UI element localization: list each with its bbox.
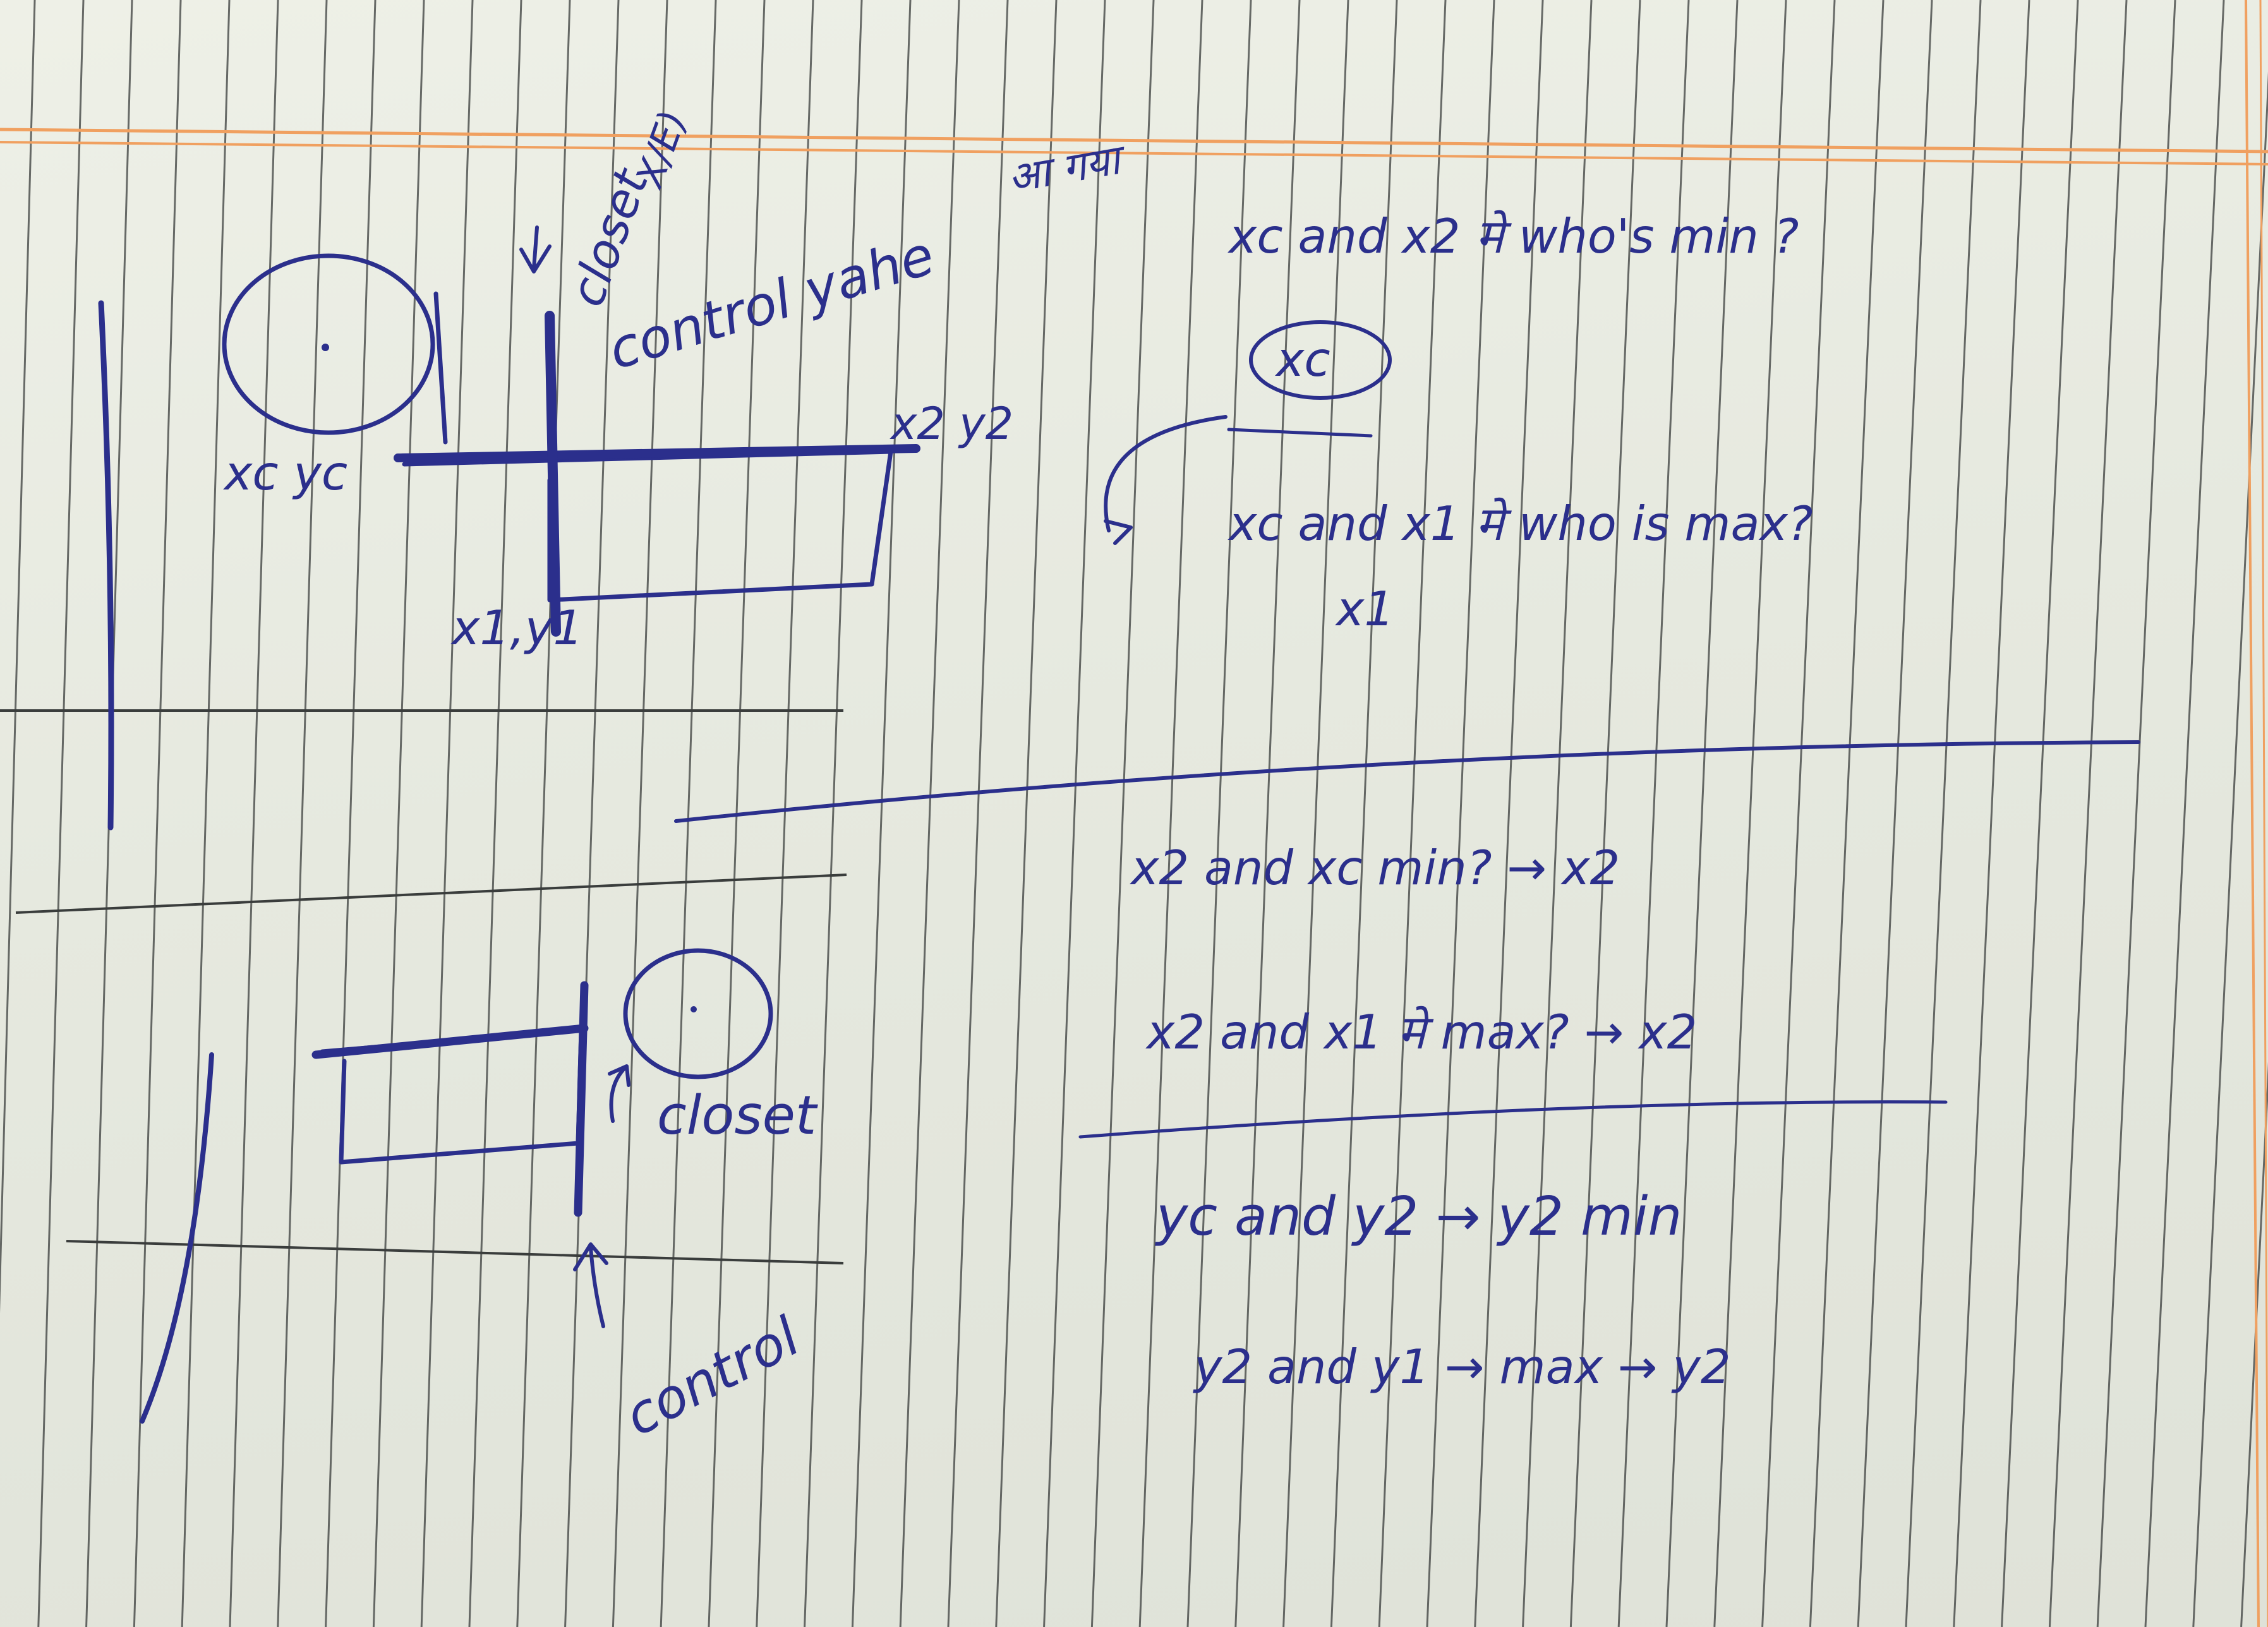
ruled-line — [277, 0, 328, 1627]
ruled-line — [1953, 0, 2030, 1627]
ruled-line — [133, 0, 182, 1627]
ruled-line — [1138, 0, 1203, 1627]
wall-line-bottom — [140, 1052, 214, 1424]
ruled-line — [1713, 0, 1787, 1627]
ruled-line — [1378, 0, 1447, 1627]
closest-line — [545, 311, 561, 637]
label-center: xc yc — [223, 445, 347, 501]
ruled-line — [612, 0, 668, 1627]
ruled-line — [660, 0, 717, 1627]
label-control-bottom: control — [615, 1306, 810, 1449]
ruled-line — [181, 0, 231, 1627]
ruled-line — [1234, 0, 1301, 1627]
ruled-line — [756, 0, 814, 1627]
notes-bottom: x2 and xc min? → x2 x2 and x1 मे max? → … — [1130, 840, 1731, 1395]
ruled-line — [1809, 0, 1885, 1627]
ruled-line — [325, 0, 377, 1627]
ruled-line — [2001, 0, 2079, 1627]
label-corner-top: x2 y2 — [890, 398, 1013, 450]
circled-xc — [1249, 320, 1392, 400]
ruled-line — [851, 0, 912, 1627]
ruled-line — [1857, 0, 1933, 1627]
wall-line — [98, 300, 114, 831]
ruled-line — [2144, 0, 2225, 1627]
note-bottom-line2: x2 and x1 मे max? → x2 — [1145, 1004, 1697, 1060]
label-control: control yahe — [601, 224, 941, 382]
label-hindi: आ गया — [1004, 135, 1131, 203]
ruled-line — [1090, 0, 1155, 1627]
ruled-line — [229, 0, 279, 1627]
ruled-line — [468, 0, 522, 1627]
closest-line-bottom — [574, 981, 589, 1217]
note-top-circled: xc — [1275, 332, 1330, 387]
separators — [674, 740, 2140, 1139]
ruled-line — [2192, 71, 2268, 1627]
bottom-diagram: closet control — [140, 948, 818, 1449]
note-top-line2: xc and x1 मे who is max? — [1227, 496, 1813, 551]
note-top-line3: x1 — [1335, 581, 1394, 637]
ruled-line — [1522, 0, 1593, 1627]
guide-line — [15, 874, 847, 914]
ruled-line — [899, 0, 960, 1627]
ruled-line — [2240, 1062, 2268, 1627]
ruled-line — [1282, 0, 1349, 1627]
ruled-line — [372, 0, 425, 1627]
ruled-line — [1186, 0, 1252, 1627]
ruled-line — [1043, 0, 1106, 1627]
ruled-line — [0, 0, 36, 1314]
ruled-line — [1905, 0, 1982, 1627]
label-closest-bottom: closet — [657, 1084, 818, 1147]
ruled-line — [1569, 0, 1641, 1627]
ruled-line — [995, 0, 1058, 1627]
note-top-line1: xc and x2 मे who's min ? — [1227, 208, 1799, 264]
ruled-line — [1474, 0, 1544, 1627]
ruled-line — [2096, 0, 2176, 1627]
notes-top: xc and x2 मे who's min ? xc xc and x1 मे… — [1104, 208, 1813, 637]
ruled-line — [1330, 0, 1398, 1627]
ruled-line — [564, 0, 620, 1627]
ruled-line — [804, 0, 863, 1627]
note-bottom-line3: yc and y2 → y2 min — [1154, 1186, 1682, 1248]
guide-line — [66, 1240, 844, 1264]
top-diagram: xc yc x2 y2 x1,y1 closet X/E) control ya… — [98, 105, 1131, 831]
note-bottom-line4: y2 and y1 → max → y2 — [1193, 1339, 1731, 1395]
ruled-line — [1665, 0, 1739, 1627]
ruled-line — [2048, 0, 2128, 1627]
ruled-line — [516, 0, 571, 1627]
ball-circle — [222, 253, 435, 435]
ball-center-dot — [322, 344, 329, 351]
ruled-line — [1426, 0, 1495, 1627]
note-bottom-line1: x2 and xc min? → x2 — [1130, 840, 1620, 896]
ruled-line — [1761, 0, 1836, 1627]
ruled-line — [947, 0, 1009, 1627]
ruled-line — [1617, 0, 1690, 1627]
curved-arrow — [1104, 415, 1227, 545]
ruled-line — [420, 0, 474, 1627]
label-corner-bottom: x1,y1 — [450, 600, 583, 656]
ball-circle-bottom — [623, 948, 773, 1079]
ruled-line — [37, 0, 85, 1627]
